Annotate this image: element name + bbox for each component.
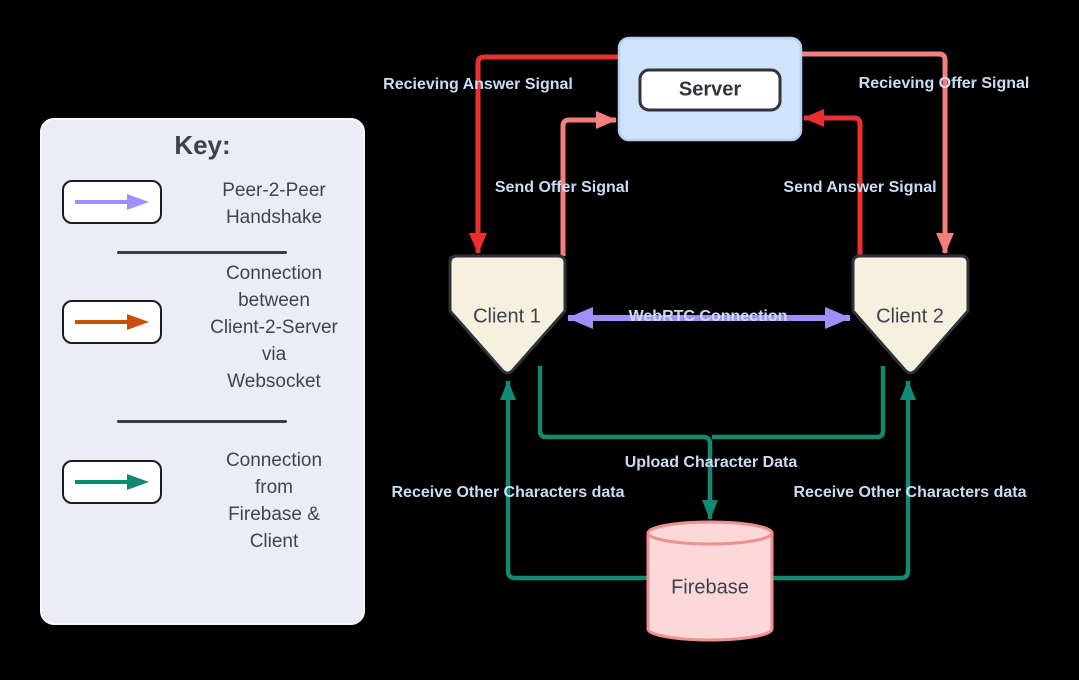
edge-upload-from-client2 [712, 366, 886, 440]
send-answer-signal-label: Send Answer Signal [783, 179, 937, 196]
key-peer-label: Peer-2-Peer Handshake [222, 180, 326, 228]
websocket-arrow-icon [75, 314, 149, 330]
firebase-node-label: Firebase [671, 576, 749, 599]
receive-other-characters-left-label: Receive Other Characters data [391, 484, 625, 501]
server-inner-box [638, 68, 782, 112]
key-peer-arrow-box [62, 180, 162, 224]
edge-send-answer-signal [803, 109, 863, 256]
receiving-answer-signal-label: Recieving Answer Signal [383, 76, 573, 93]
send-offer-signal-label: Send Offer Signal [494, 179, 630, 196]
edge-receiving-answer-signal [469, 54, 619, 254]
key-divider-2 [117, 420, 287, 423]
firebase-cylinder-shape [646, 520, 774, 642]
edge-receiving-offer-signal [801, 51, 954, 254]
client1-node-label: Client 1 [473, 305, 541, 328]
key-firebase-arrow-box [62, 460, 162, 504]
server-node-label: Server [678, 78, 742, 101]
client2-node-shape [851, 254, 970, 375]
edge-upload-character-data [537, 366, 718, 520]
edge-receive-data-client2 [770, 380, 916, 581]
peer-arrow-icon [75, 194, 149, 210]
webrtc-connection-label: WebRTC Connection [628, 308, 788, 325]
client2-node-label: Client 2 [876, 305, 944, 328]
firebase-arrow-icon [75, 474, 149, 490]
key-websocket-arrow-box [62, 300, 162, 344]
firebase-cylinder-lid [646, 532, 774, 546]
edge-receive-data-client1 [500, 380, 650, 581]
receiving-offer-signal-label: Recieving Offer Signal [858, 75, 1030, 92]
client1-node-shape [448, 254, 567, 375]
key-firebase-label: Connection from Firebase & Client [225, 450, 323, 552]
edge-send-offer-signal [560, 111, 617, 256]
key-panel: Key: Peer-2-Peer Handshake Connection be… [40, 118, 365, 625]
key-websocket-label: Connection between Client-2-Server via W… [210, 263, 338, 392]
key-title: Key: [174, 130, 231, 160]
key-divider-1 [117, 251, 287, 254]
upload-character-data-label: Upload Character Data [624, 454, 798, 471]
receive-other-characters-right-label: Receive Other Characters data [793, 484, 1027, 501]
